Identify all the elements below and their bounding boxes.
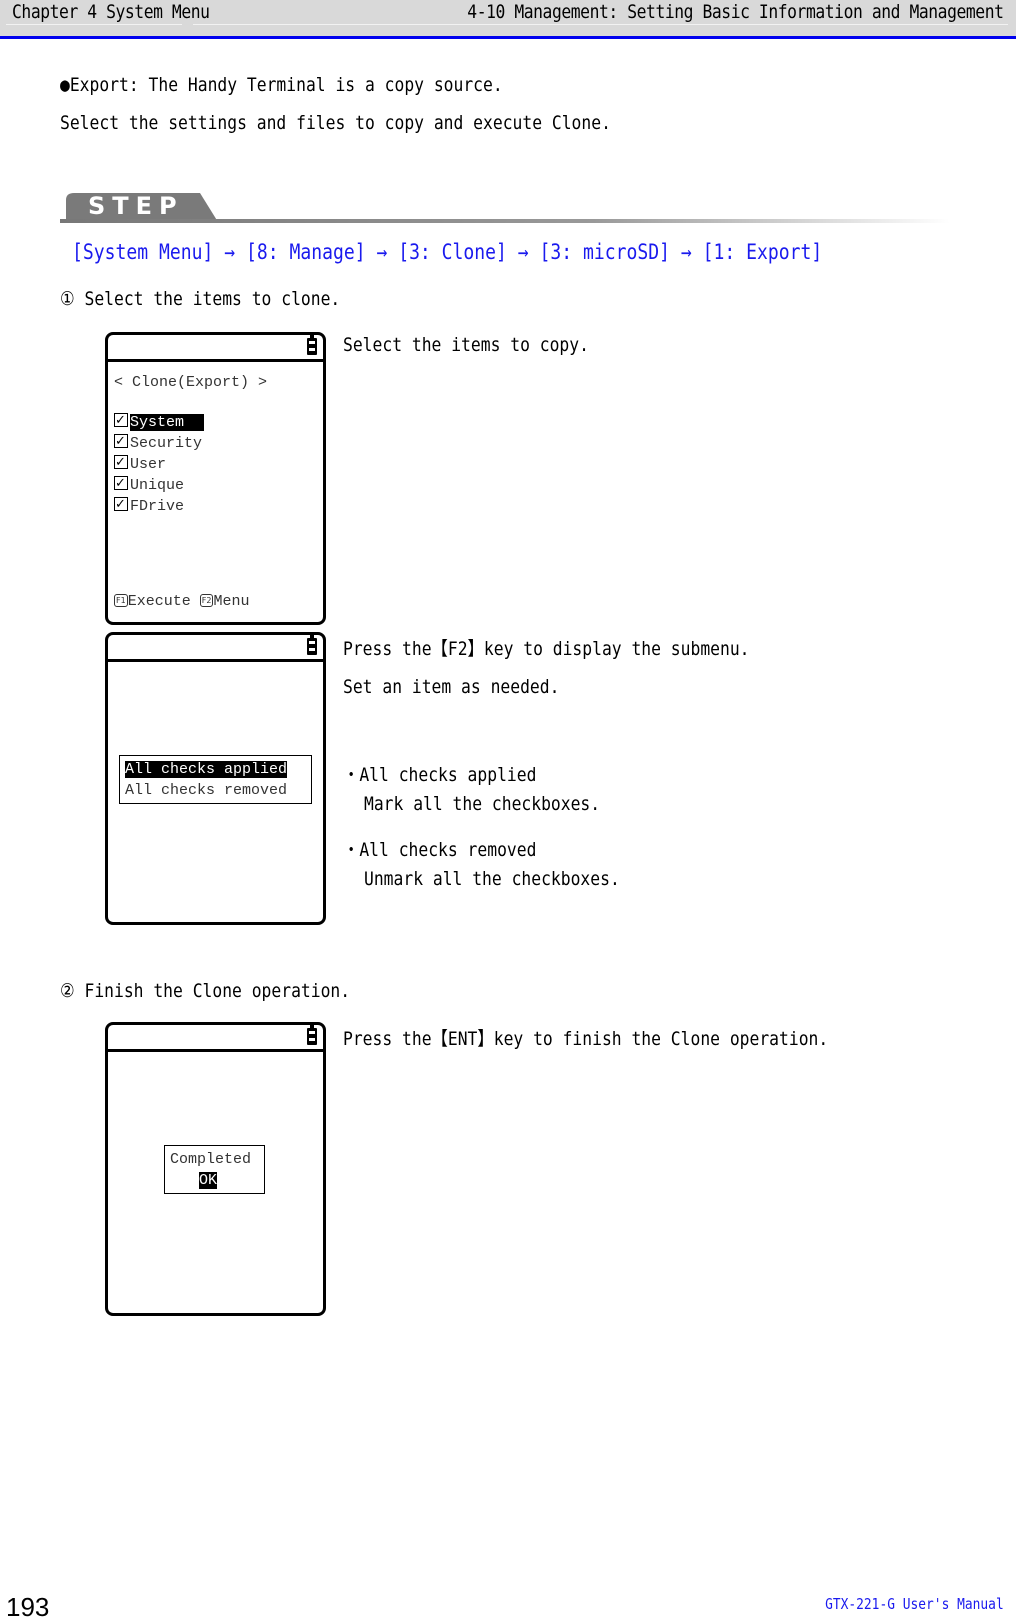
ok-button[interactable]: OK — [199, 1172, 218, 1189]
clone-item-fdrive[interactable]: FDrive — [114, 494, 204, 517]
submenu-popup: All checks applied All checks removed — [119, 755, 312, 804]
terminal-screen-submenu: All checks applied All checks removed — [105, 632, 326, 925]
manual-title: GTX-221-G User's Manual — [825, 1595, 1004, 1613]
f2-key-icon: F2 — [199, 594, 214, 607]
header-underline-right — [193, 24, 1008, 25]
status-bar — [108, 1025, 323, 1052]
clone-item-system[interactable]: System — [114, 410, 205, 433]
completed-dialog: Completed OK — [164, 1145, 265, 1194]
section-title: 4-10 Management: Setting Basic Informati… — [467, 1, 1005, 23]
clone-item-user[interactable]: User — [114, 452, 204, 475]
bullet-all-checks-applied-title: ・All checks applied — [343, 764, 537, 786]
step2-heading: ② Finish the Clone operation. — [60, 980, 351, 1002]
bullet-all-checks-removed-detail: Unmark all the checkboxes. — [364, 868, 620, 890]
bullet-all-checks-removed-title: ・All checks removed — [343, 839, 537, 861]
status-bar — [108, 635, 323, 662]
screen2-description-line1: Press the【F2】key to display the submenu. — [343, 638, 750, 660]
checkbox-checked-icon[interactable] — [114, 410, 128, 431]
clone-item-list: System Security User Unique FDrive — [114, 410, 205, 517]
battery-icon — [307, 1025, 317, 1045]
checkbox-checked-icon[interactable] — [114, 431, 128, 452]
screen1-description: Select the items to copy. — [343, 334, 589, 356]
page-number: 193 — [6, 1592, 50, 1622]
terminal-screen-clone-export: < Clone(Export) > System Security User U… — [105, 332, 326, 625]
screen-title: < Clone(Export) > — [114, 374, 268, 391]
screen2-description-line2: Set an item as needed. — [343, 676, 560, 698]
completed-message: Completed — [170, 1151, 252, 1168]
battery-icon — [307, 635, 317, 655]
f1-key-icon: F1 — [114, 594, 128, 607]
terminal-screen-completed: Completed OK — [105, 1022, 326, 1316]
clone-item-security[interactable]: Security — [114, 431, 204, 454]
header-rule — [0, 36, 1016, 39]
step-label: STEP — [88, 192, 184, 220]
battery-icon — [307, 335, 317, 355]
intro-export-line: ●Export: The Handy Terminal is a copy so… — [60, 74, 503, 96]
screen3-description: Press the【ENT】key to finish the Clone op… — [343, 1028, 829, 1050]
submenu-item-all-checks-removed[interactable]: All checks removed — [125, 782, 288, 799]
header-underline-left — [6, 24, 182, 25]
clone-item-unique[interactable]: Unique — [114, 473, 204, 496]
intro-instruction-line: Select the settings and files to copy an… — [60, 112, 611, 134]
step1-heading: ① Select the items to clone. — [60, 288, 341, 310]
menu-path-breadcrumb: [System Menu] → [8: Manage] → [3: Clone]… — [72, 240, 823, 264]
checkbox-checked-icon[interactable] — [114, 452, 128, 473]
page-header — [0, 0, 1016, 36]
status-bar — [108, 335, 323, 362]
bullet-all-checks-applied-detail: Mark all the checkboxes. — [364, 793, 601, 815]
checkbox-checked-icon[interactable] — [114, 494, 128, 515]
chapter-title: Chapter 4 System Menu — [12, 1, 210, 23]
step-banner-rule — [60, 219, 950, 223]
step-banner-icon — [66, 193, 218, 222]
submenu-item-all-checks-applied[interactable]: All checks applied — [125, 761, 288, 778]
checkbox-checked-icon[interactable] — [114, 473, 128, 494]
